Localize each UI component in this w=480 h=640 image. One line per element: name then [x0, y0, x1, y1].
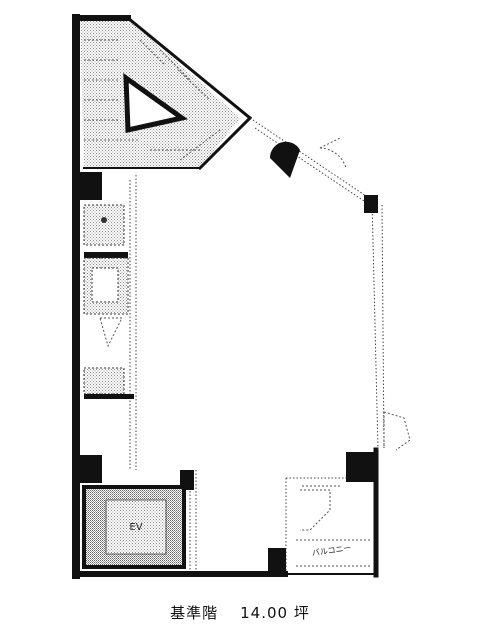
plan-caption: 基準階 14.00 坪 [0, 602, 480, 623]
balcony-label: バルコニー [311, 543, 352, 557]
floor-name: 基準階 [170, 604, 219, 622]
door-top-right [319, 137, 347, 169]
balcony: バルコニー [296, 489, 370, 567]
utility-rooms [83, 204, 134, 399]
round-column [269, 141, 300, 178]
stair-well [123, 73, 189, 134]
elevator-label: EV [129, 522, 142, 533]
elevator: EV [82, 485, 186, 569]
floor-area: 14.00 坪 [240, 604, 310, 622]
pillars [76, 172, 378, 574]
door-right [383, 411, 411, 451]
staircase [80, 18, 240, 168]
